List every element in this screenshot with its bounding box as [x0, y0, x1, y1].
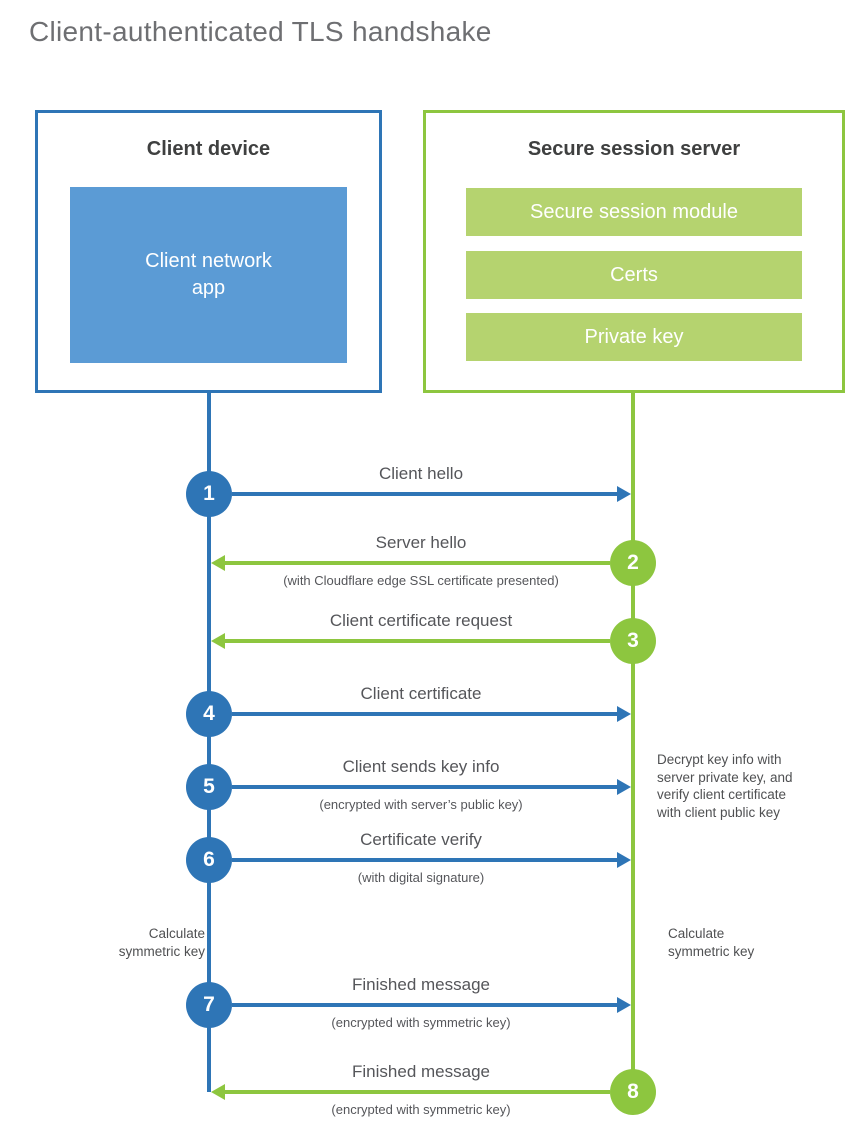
step-1-arrow-shaft [232, 492, 617, 496]
step-7-marker: 7 [186, 982, 232, 1028]
step-5-number: 5 [203, 775, 215, 798]
step-7-arrow [232, 997, 631, 1013]
step-4-arrow-shaft [232, 712, 617, 716]
page-title: Client-authenticated TLS handshake [29, 16, 492, 47]
step-3-label: Client certificate request [329, 611, 513, 630]
step-8-sublabel: (encrypted with symmetric key) [331, 1102, 511, 1117]
step-4-arrow [232, 706, 631, 722]
secure-session-server-title: Secure session server [527, 138, 741, 160]
step-5-label: Client sends key info [342, 757, 500, 776]
note-decrypt-key-info: Decrypt key info with server private key… [657, 752, 793, 820]
step-3-arrow [211, 633, 610, 649]
step-6-marker: 6 [186, 837, 232, 883]
step-6-arrow [232, 852, 631, 868]
step-1-marker: 1 [186, 471, 232, 517]
step-1-arrowhead-icon [617, 486, 631, 502]
step-3-arrow-shaft [225, 639, 610, 643]
secure-session-server-box: Secure session server Secure session mod… [423, 110, 845, 393]
client-device-box: Client device Client network app [35, 110, 382, 393]
note-calc-symmetric-key-server: Calculate symmetric key [668, 926, 755, 959]
module-bar-certs: Certs [466, 251, 802, 299]
step-4-arrowhead-icon [617, 706, 631, 722]
step-8-number: 8 [627, 1080, 639, 1103]
step-7-number: 7 [203, 993, 215, 1016]
step-1-arrow [232, 486, 631, 502]
step-6-label: Certificate verify [360, 830, 482, 849]
step-6-arrowhead-icon [617, 852, 631, 868]
step-8-arrow [211, 1084, 610, 1100]
step-2-marker: 2 [610, 540, 656, 586]
step-5-arrowhead-icon [617, 779, 631, 795]
step-2-sublabel: (with Cloudflare edge SSL certificate pr… [283, 573, 559, 588]
client-device-title: Client device [146, 138, 271, 160]
module-bar-secure-session-module: Secure session module [466, 188, 802, 236]
step-6-arrow-shaft [232, 858, 617, 862]
step-2-arrow-shaft [225, 561, 610, 565]
server-lifeline [631, 393, 635, 1092]
step-4-label: Client certificate [360, 684, 482, 703]
step-6-sublabel: (with digital signature) [357, 870, 485, 885]
step-4-number: 4 [203, 702, 215, 725]
step-2-arrowhead-icon [211, 555, 225, 571]
step-7-arrow-shaft [232, 1003, 617, 1007]
note-calc-symmetric-key-client: Calculate symmetric key [118, 926, 205, 959]
step-7-arrowhead-icon [617, 997, 631, 1013]
step-4-marker: 4 [186, 691, 232, 737]
step-7-label: Finished message [352, 975, 490, 994]
step-5-arrow-shaft [232, 785, 617, 789]
step-8-arrow-shaft [225, 1090, 610, 1094]
step-8-marker: 8 [610, 1069, 656, 1115]
step-5-arrow [232, 779, 631, 795]
step-2-number: 2 [627, 551, 639, 574]
step-8-arrowhead-icon [211, 1084, 225, 1100]
step-8-label: Finished message [352, 1062, 490, 1081]
step-2-label: Server hello [375, 533, 467, 552]
client-lifeline [207, 393, 211, 1092]
step-2-arrow [211, 555, 610, 571]
step-1-number: 1 [203, 482, 215, 505]
client-network-app-box: Client network app [70, 187, 347, 363]
step-7-sublabel: (encrypted with symmetric key) [331, 1015, 511, 1030]
step-5-marker: 5 [186, 764, 232, 810]
step-3-arrowhead-icon [211, 633, 225, 649]
step-3-number: 3 [627, 629, 639, 652]
step-1-label: Client hello [378, 464, 464, 483]
step-5-sublabel: (encrypted with server’s public key) [319, 797, 523, 812]
step-6-number: 6 [203, 848, 215, 871]
step-3-marker: 3 [610, 618, 656, 664]
module-bar-private-key: Private key [466, 313, 802, 361]
